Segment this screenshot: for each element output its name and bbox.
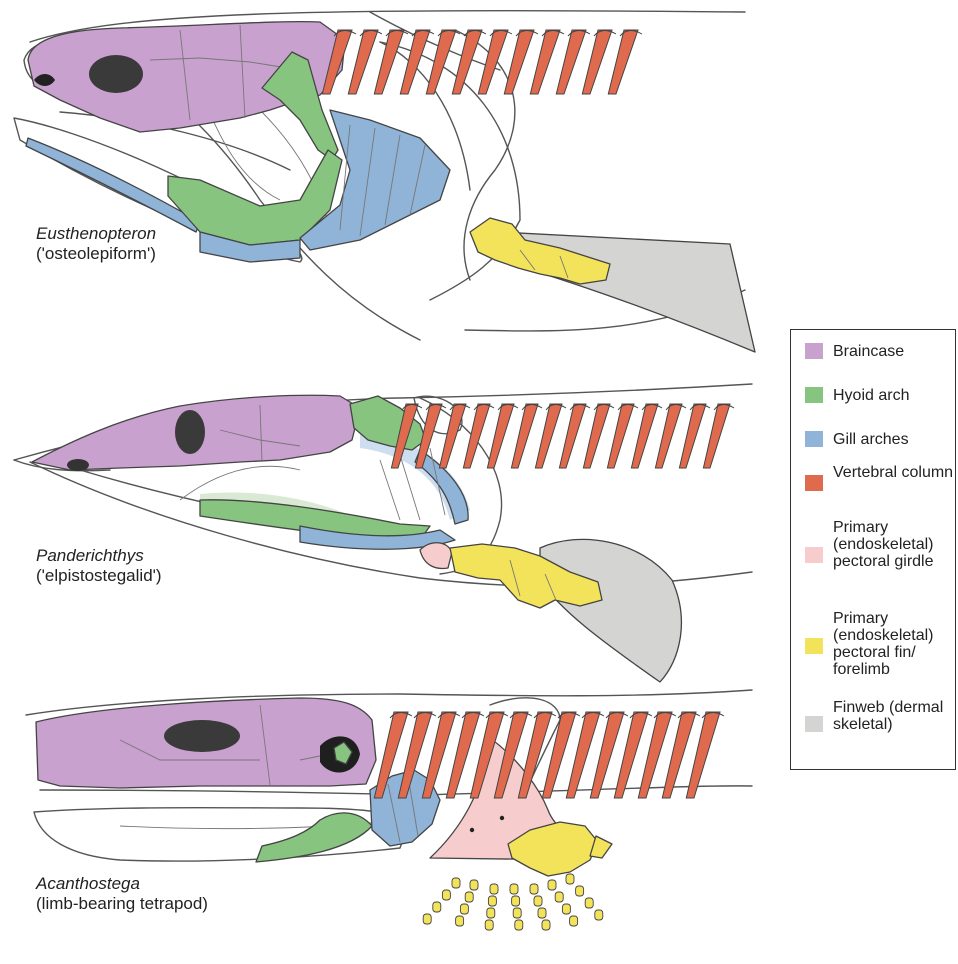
digit-bone xyxy=(595,910,603,920)
vertebra xyxy=(511,404,538,468)
taxon-label-eusthenopteron: Eusthenopteron ('osteolepiform') xyxy=(36,224,156,264)
digit-bone xyxy=(512,896,520,906)
vertebra xyxy=(487,404,514,468)
eusthenopteron-orbit xyxy=(89,55,143,93)
vertebra xyxy=(703,404,730,468)
panderichthys-finweb xyxy=(540,539,681,682)
digit-bone xyxy=(488,896,496,906)
legend-swatch xyxy=(805,716,823,732)
legend-swatch xyxy=(805,547,823,563)
legend-label: Primary (endoskeletal) pectoral girdle xyxy=(833,519,958,570)
legend-swatch xyxy=(805,387,823,403)
vertebra xyxy=(559,404,586,468)
legend-item-vertebral-column: Vertebral column xyxy=(805,464,958,491)
panderichthys-pectoral-girdle xyxy=(420,543,452,569)
digit-bone xyxy=(548,880,556,890)
eusthenopteron-vertebral-column xyxy=(322,30,642,94)
taxon-label-acanthostega: Acanthostega (limb-bearing tetrapod) xyxy=(36,874,208,914)
digit-bone xyxy=(566,874,574,884)
legend-label: Braincase xyxy=(833,343,958,360)
vertebra xyxy=(631,404,658,468)
vertebra xyxy=(582,30,612,94)
taxon-group: (limb-bearing tetrapod) xyxy=(36,894,208,914)
digit-bone xyxy=(423,914,431,924)
taxon-genus: Panderichthys xyxy=(36,546,162,566)
acanthostega-digits xyxy=(423,874,603,930)
legend-label: Vertebral column xyxy=(833,464,958,481)
digit-bone xyxy=(542,920,550,930)
digit-bone xyxy=(460,904,468,914)
legend-item-finweb: Finweb (dermal skeletal) xyxy=(805,699,958,733)
vertebra xyxy=(535,404,562,468)
vertebra xyxy=(348,30,378,94)
legend-label: Finweb (dermal skeletal) xyxy=(833,699,958,733)
digit-bone xyxy=(465,892,473,902)
legend-swatch xyxy=(805,475,823,491)
digit-bone xyxy=(515,920,523,930)
legend-item-braincase: Braincase xyxy=(805,343,958,360)
taxon-genus: Eusthenopteron xyxy=(36,224,156,244)
vertebra xyxy=(400,30,430,94)
taxon-label-panderichthys: Panderichthys ('elpistostegalid') xyxy=(36,546,162,586)
digit-bone xyxy=(433,902,441,912)
digit-bone xyxy=(530,884,538,894)
vertebra xyxy=(374,30,404,94)
legend-swatch xyxy=(805,343,823,359)
vertebra xyxy=(607,404,634,468)
digit-bone xyxy=(555,892,563,902)
digit-bone xyxy=(510,884,518,894)
digit-bone xyxy=(456,916,464,926)
vertebra xyxy=(504,30,534,94)
legend-label: Primary (endoskeletal) pectoral fin/ for… xyxy=(833,610,958,678)
legend-item-pectoral-fin: Primary (endoskeletal) pectoral fin/ for… xyxy=(805,610,958,678)
taxon-group: ('elpistostegalid') xyxy=(36,566,162,586)
digit-bone xyxy=(487,908,495,918)
digit-bone xyxy=(452,878,460,888)
vertebra xyxy=(556,30,586,94)
legend-swatch xyxy=(805,638,823,654)
panderichthys-vertebral-column xyxy=(391,404,734,468)
legend-item-hyoid-arch: Hyoid arch xyxy=(805,387,958,404)
vertebra xyxy=(530,30,560,94)
legend-item-pectoral-girdle: Primary (endoskeletal) pectoral girdle xyxy=(805,519,958,570)
vertebra xyxy=(679,404,706,468)
digit-bone xyxy=(534,896,542,906)
panderichthys-orbit xyxy=(175,410,205,454)
taxon-genus: Acanthostega xyxy=(36,874,208,894)
legend-swatch xyxy=(805,431,823,447)
digit-bone xyxy=(485,920,493,930)
acanthostega-hyoid-arch xyxy=(256,813,372,862)
acanthostega-orbit xyxy=(164,720,240,752)
digit-bone xyxy=(570,916,578,926)
vertebra xyxy=(426,30,456,94)
taxon-group: ('osteolepiform') xyxy=(36,244,156,264)
digit-bone xyxy=(470,880,478,890)
legend-item-gill-arches: Gill arches xyxy=(805,431,958,448)
vertebra xyxy=(439,404,466,468)
vertebra xyxy=(463,404,490,468)
digit-bone xyxy=(585,898,593,908)
vertebra xyxy=(478,30,508,94)
legend-label: Hyoid arch xyxy=(833,387,958,404)
digit-bone xyxy=(442,890,450,900)
vertebra xyxy=(583,404,610,468)
vertebra xyxy=(655,404,682,468)
digit-bone xyxy=(513,908,521,918)
acanthostega-vertebral-column xyxy=(374,712,724,798)
digit-bone xyxy=(538,908,546,918)
digit-bone xyxy=(490,884,498,894)
digit-bone xyxy=(562,904,570,914)
legend-label: Gill arches xyxy=(833,431,958,448)
vertebra xyxy=(608,30,638,94)
legend: Braincase Hyoid arch Gill arches Vertebr… xyxy=(790,329,956,770)
digit-bone xyxy=(576,886,584,896)
